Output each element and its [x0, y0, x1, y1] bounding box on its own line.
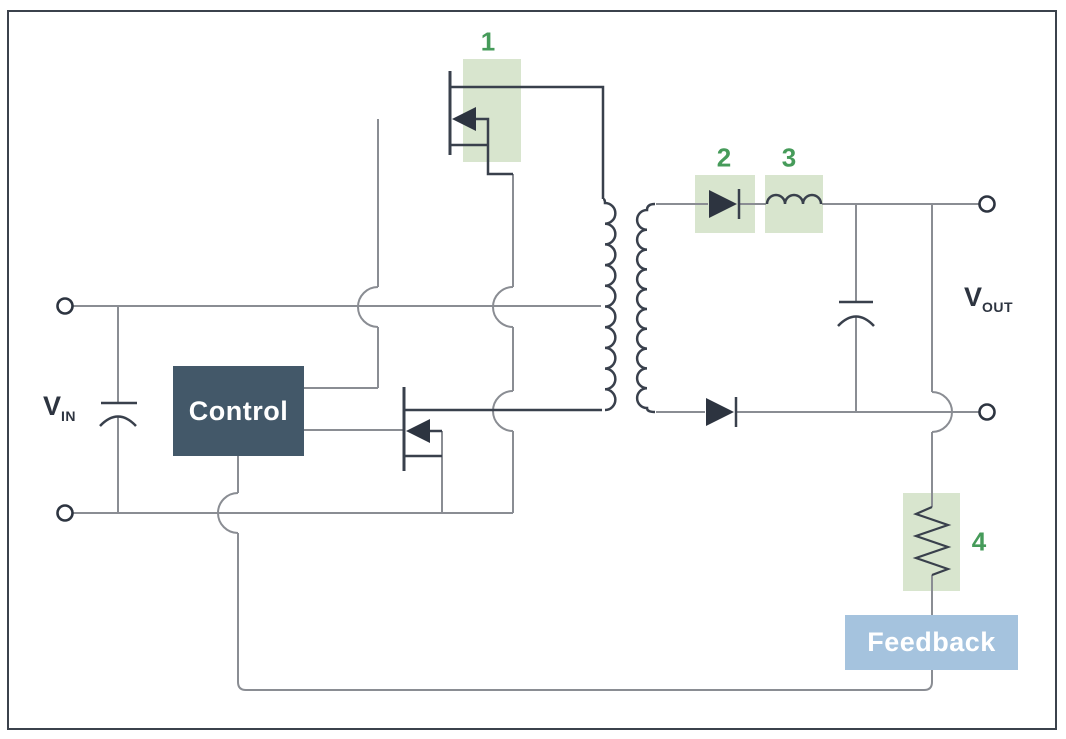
vout-label-base: V — [964, 282, 983, 312]
vout-negative-terminal — [978, 403, 996, 421]
transistor-1-source-lead — [476, 117, 513, 176]
components — [56, 71, 996, 577]
vin-positive-terminal — [56, 297, 74, 315]
crossover-hop — [492, 286, 514, 328]
transformer-primary-winding — [602, 197, 617, 412]
feedback-block: Feedback — [845, 615, 1018, 670]
output-capacitor-symbol — [837, 300, 875, 327]
transistor-1-drain-lead — [450, 85, 605, 199]
transistor-2-arrow — [406, 419, 430, 443]
callout-1: 1 — [480, 26, 496, 57]
diode-lower-anode-triangle — [706, 398, 734, 426]
feedback-block-label: Feedback — [867, 627, 996, 657]
output-capacitor-bottom-plate — [837, 315, 875, 327]
diode-2-anode-triangle — [709, 190, 737, 218]
figure-frame — [7, 10, 1057, 730]
terminals — [56, 195, 996, 522]
diode-lower-symbol — [706, 397, 738, 427]
wire-control-to-q1-gate — [304, 119, 379, 389]
diode-2-symbol — [709, 189, 741, 219]
vin-label-sub: IN — [61, 408, 77, 424]
transistor-1-arrow — [452, 107, 476, 131]
vout-label-sub: OUT — [982, 299, 1014, 315]
transistor-2-symbol — [402, 387, 602, 471]
vin-negative-terminal — [56, 504, 74, 522]
inductor-3-symbol — [765, 193, 823, 205]
control-block: Control — [173, 366, 304, 456]
callout-4: 4 — [971, 526, 987, 557]
transformer-symbol — [602, 197, 656, 414]
transformer-secondary-winding — [635, 202, 656, 414]
vout-positive-terminal — [978, 195, 996, 213]
callout-3: 3 — [781, 142, 797, 173]
vin-label: VIN — [43, 391, 76, 424]
resistor-4-symbol — [912, 505, 952, 577]
input-capacitor-bottom-plate — [99, 415, 137, 427]
crossover-hop — [217, 492, 239, 534]
wires — [72, 119, 979, 691]
control-block-label: Control — [188, 395, 289, 426]
highlight-box-inductor — [765, 175, 823, 233]
transistor-1-symbol — [448, 71, 605, 199]
callout-2: 2 — [716, 142, 732, 173]
crossover-hop — [931, 391, 953, 433]
vin-label-base: V — [43, 391, 62, 421]
input-capacitor-symbol — [99, 401, 137, 427]
crossover-hop — [357, 286, 379, 328]
vout-label: VOUT — [964, 282, 1013, 315]
wire-feedback-to-control — [237, 456, 933, 691]
